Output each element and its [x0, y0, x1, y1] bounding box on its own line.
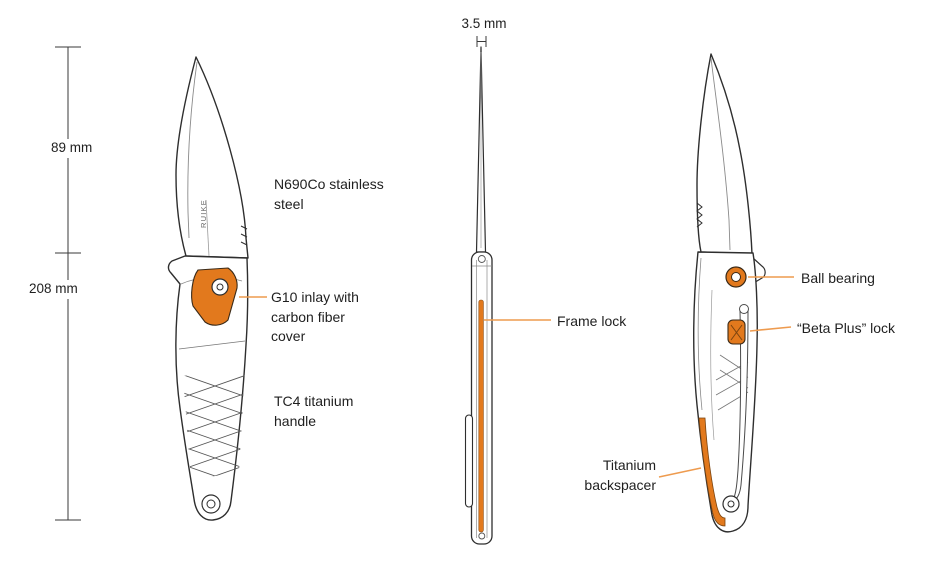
beta-plus-lock [727, 319, 746, 345]
titanium-backspacer-label: Titanium backspacer [584, 457, 656, 493]
side-handle [464, 251, 493, 545]
side-pocket-clip [464, 414, 474, 508]
side-backspacer-strip [478, 299, 484, 533]
callout-leader-lines [239, 276, 794, 478]
frame-lock-label: Frame lock [557, 313, 627, 329]
brand-logo-text: RUIKE [199, 199, 208, 228]
bottom-screw [722, 495, 740, 513]
side-blade-spine [475, 46, 487, 253]
front-view-illustration: RUIKE [167, 56, 249, 521]
overall-length-label: 208 mm [26, 280, 81, 299]
thickness-dimension-lines [476, 36, 487, 47]
back-handle [693, 251, 766, 533]
pivot-screw [211, 278, 229, 296]
back-view-illustration [693, 53, 766, 533]
titanium-backspacer [698, 417, 726, 527]
backspacer-leader-line [658, 467, 702, 478]
beta-plus-lock-label: “Beta Plus” lock [797, 320, 896, 336]
blade-steel-label: N690Co stainless steel [274, 176, 384, 212]
side-view-illustration [464, 46, 493, 545]
g10-inlay-label: G10 inlay with carbon fiber cover [271, 289, 359, 345]
ball-bearing-label: Ball bearing [801, 270, 875, 286]
ball-bearing [725, 266, 747, 288]
front-handle [167, 255, 249, 521]
blade-length-label: 89 mm [48, 139, 96, 158]
handle-material-label: TC4 titanium handle [274, 393, 354, 429]
back-blade [696, 53, 753, 255]
front-blade: RUIKE [175, 56, 249, 259]
lanyard-hole [201, 494, 221, 514]
beta-lock-leader-line [749, 326, 792, 332]
thickness-label: 3.5 mm [449, 15, 519, 34]
